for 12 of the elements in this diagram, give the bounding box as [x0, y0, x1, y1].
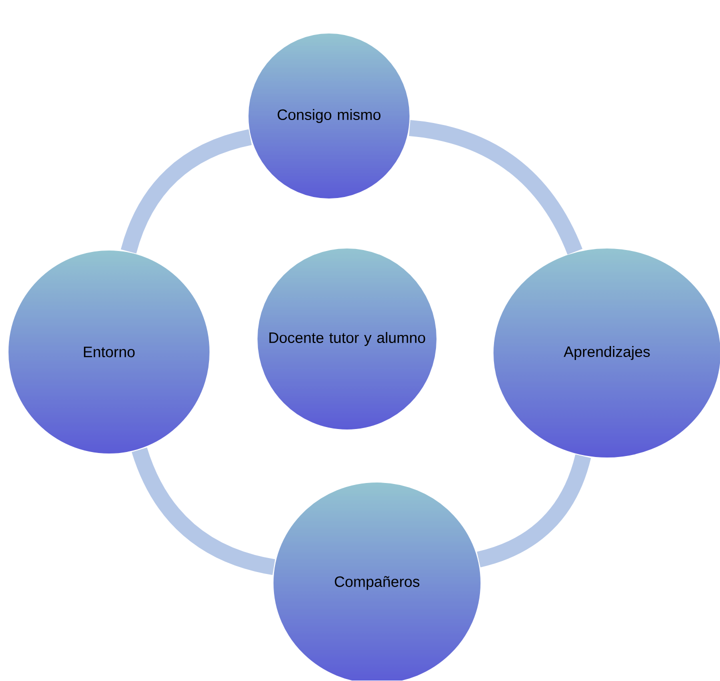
- ring-segment: [476, 454, 591, 568]
- node-label: Aprendizajes: [564, 346, 650, 360]
- node-label: Consigo mismo: [278, 109, 380, 123]
- circle-node: [8, 250, 210, 454]
- ring-segment: [120, 129, 252, 254]
- ring-segment: [408, 120, 582, 255]
- node-label: Compañeros: [334, 576, 420, 590]
- ring-segment: [132, 447, 276, 575]
- circle-node: [248, 32, 410, 200]
- circle-node: [256, 248, 438, 430]
- node-label: Docente tutor y alumno: [269, 332, 426, 346]
- node-label: Entorno: [84, 346, 135, 358]
